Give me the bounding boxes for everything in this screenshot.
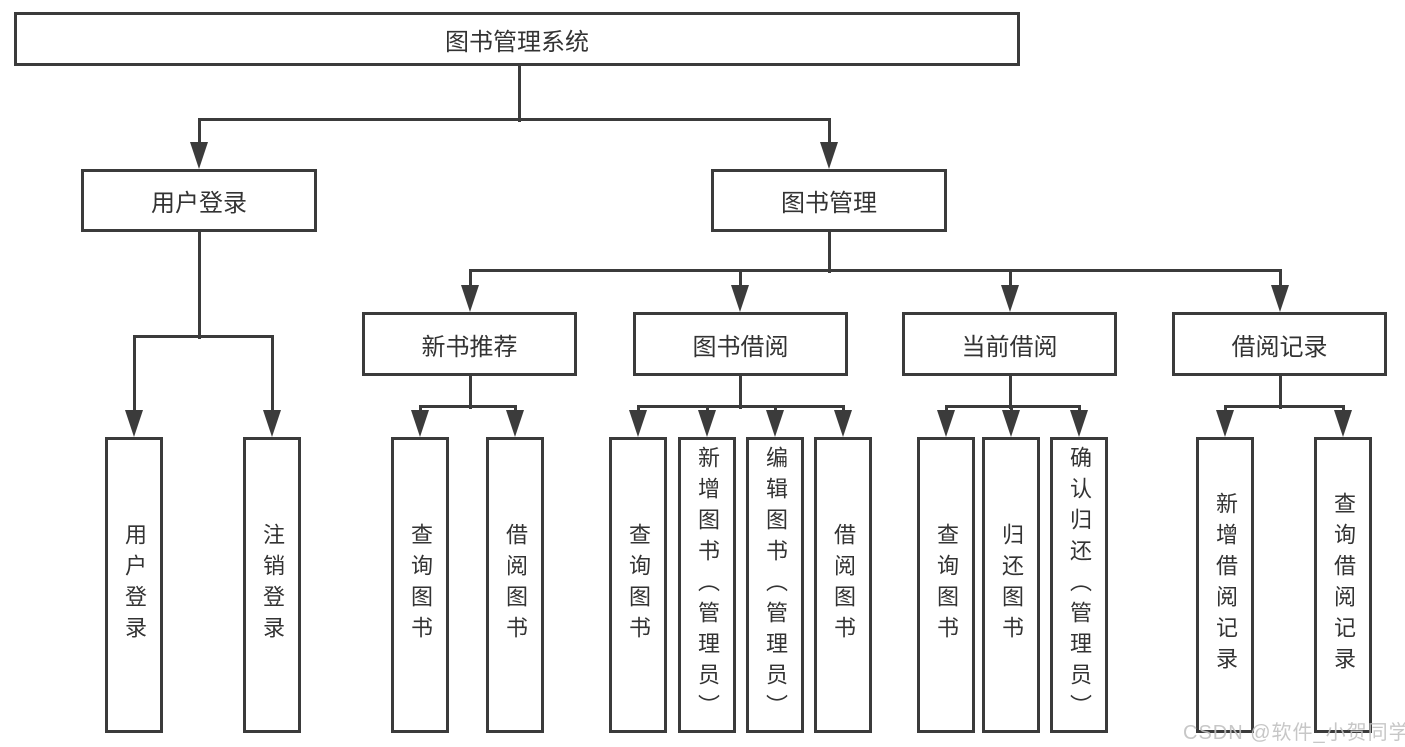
node-leaf-query-borrow-record: 查询借阅记录	[1314, 437, 1372, 733]
node-root: 图书管理系统	[14, 12, 1020, 66]
connector-stem-line	[739, 375, 742, 409]
arrowhead-down-icon	[263, 410, 281, 437]
node-label: 新书推荐	[421, 333, 518, 361]
arrowhead-down-icon	[834, 410, 852, 437]
node-label: 当前借阅	[961, 333, 1058, 361]
arrowhead-down-icon	[1334, 410, 1352, 437]
arrowhead-down-icon	[1216, 410, 1234, 437]
arrowhead-down-icon	[461, 285, 479, 312]
node-label: 注销登录	[260, 523, 285, 647]
arrowhead-down-icon	[1271, 285, 1289, 312]
arrowhead-down-icon	[1002, 410, 1020, 437]
arrowhead-down-icon	[1070, 410, 1088, 437]
node-new-book-recommendation: 新书推荐	[362, 312, 577, 376]
node-leaf-query-books-1: 查询图书	[391, 437, 449, 733]
arrowhead-down-icon	[766, 410, 784, 437]
arrow-stem-line	[828, 118, 831, 148]
node-label: 图书管理系统	[445, 28, 589, 56]
node-leaf-query-books-3: 查询图书	[917, 437, 975, 733]
node-label: 用户登录	[122, 523, 147, 647]
node-leaf-edit-books-admin: 编辑图书（管理员）	[746, 437, 804, 733]
connector-stem-line	[469, 375, 472, 409]
connector-stem-line	[1009, 375, 1012, 409]
connector-branch-line	[198, 118, 830, 121]
connector-stem-line	[198, 231, 201, 339]
connector-branch-line	[133, 335, 273, 338]
node-label: 查询图书	[626, 523, 651, 647]
arrowhead-down-icon	[731, 285, 749, 312]
node-leaf-query-books-2: 查询图书	[609, 437, 667, 733]
node-label: 图书借阅	[692, 333, 789, 361]
node-label: 编辑图书（管理员）	[763, 445, 788, 725]
node-label: 借阅图书	[503, 523, 528, 647]
arrowhead-down-icon	[698, 410, 716, 437]
arrowhead-down-icon	[1001, 285, 1019, 312]
connector-stem-line	[1279, 375, 1282, 409]
node-leaf-add-books-admin: 新增图书（管理员）	[678, 437, 736, 733]
arrowhead-down-icon	[125, 410, 143, 437]
arrowhead-down-icon	[937, 410, 955, 437]
arrow-stem-line	[133, 335, 136, 416]
node-leaf-confirm-return-admin: 确认归还（管理员）	[1050, 437, 1108, 733]
connector-branch-line	[469, 269, 1281, 272]
node-leaf-user-login: 用户登录	[105, 437, 163, 733]
node-leaf-logout: 注销登录	[243, 437, 301, 733]
arrow-stem-line	[739, 269, 742, 291]
node-borrowing-records: 借阅记录	[1172, 312, 1387, 376]
arrowhead-down-icon	[411, 410, 429, 437]
node-label: 图书管理	[781, 190, 877, 217]
node-user-login: 用户登录	[81, 169, 317, 232]
watermark: CSDN @软件_小贺同学	[1183, 722, 1405, 744]
node-leaf-borrow-books-1: 借阅图书	[486, 437, 544, 733]
arrow-stem-line	[1279, 269, 1282, 291]
node-label: 查询借阅记录	[1331, 492, 1356, 678]
connector-branch-line	[419, 405, 516, 408]
connector-stem-line	[828, 231, 831, 273]
node-label: 归还图书	[999, 523, 1024, 647]
node-leaf-borrow-books-2: 借阅图书	[814, 437, 872, 733]
connector-stem-line	[518, 65, 521, 122]
node-label: 查询图书	[934, 523, 959, 647]
node-label: 用户登录	[151, 190, 247, 217]
arrow-stem-line	[198, 118, 201, 148]
node-leaf-return-books: 归还图书	[982, 437, 1040, 733]
node-label: 新增图书（管理员）	[695, 445, 720, 725]
node-label: 借阅记录	[1231, 333, 1328, 361]
arrowhead-down-icon	[190, 142, 208, 169]
arrowhead-down-icon	[629, 410, 647, 437]
node-label: 确认归还（管理员）	[1067, 445, 1092, 725]
node-current-borrowing: 当前借阅	[902, 312, 1117, 376]
arrowhead-down-icon	[820, 142, 838, 169]
arrow-stem-line	[271, 335, 274, 416]
arrow-stem-line	[1009, 269, 1012, 291]
arrow-stem-line	[469, 269, 472, 291]
node-label: 新增借阅记录	[1213, 492, 1238, 678]
node-label: 查询图书	[408, 523, 433, 647]
connector-branch-line	[1224, 405, 1344, 408]
node-label: 借阅图书	[831, 523, 856, 647]
node-book-management: 图书管理	[711, 169, 947, 232]
arrowhead-down-icon	[506, 410, 524, 437]
node-book-borrowing: 图书借阅	[633, 312, 848, 376]
node-leaf-add-borrow-record: 新增借阅记录	[1196, 437, 1254, 733]
